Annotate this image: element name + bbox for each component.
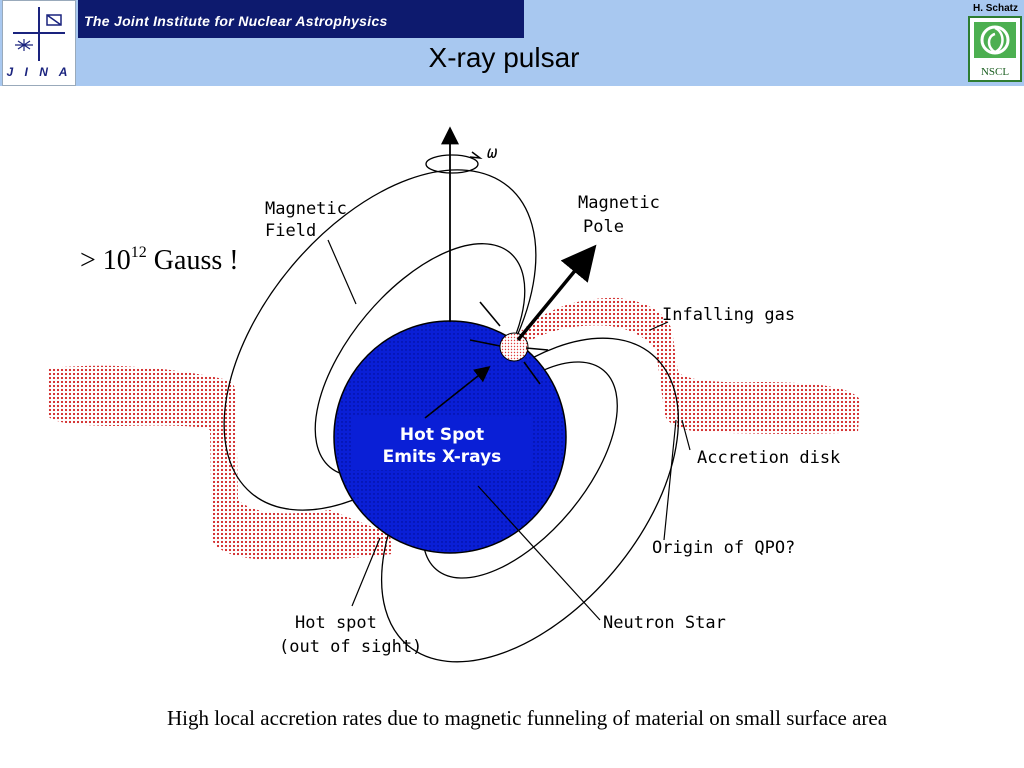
field-strength-prefix: > 10 — [80, 245, 131, 276]
magnetic-field-label-line1: Magnetic — [265, 199, 347, 219]
omega-symbol: ω — [487, 143, 498, 163]
hidden-hot-spot-label-line1: Hot spot — [295, 613, 377, 633]
nscl-logo: NSCL — [968, 16, 1022, 82]
accretion-flow-arrows — [424, 301, 549, 419]
jina-logo: J I N A — [2, 0, 76, 86]
rotation-indicator — [425, 154, 479, 174]
disk-right-arm — [520, 297, 860, 434]
magnetic-field-label-line2: Field — [265, 221, 316, 241]
rotation-arrow-icon — [469, 151, 483, 160]
hot-spot-label-line2: Emits X-rays — [383, 447, 502, 467]
jina-emblem-icon — [13, 7, 65, 61]
magnetic-pole-axis — [516, 244, 597, 342]
origin-qpo-label: Origin of QPO? — [652, 538, 795, 558]
neutron-star-label: Neutron Star — [603, 613, 726, 633]
institute-name: The Joint Institute for Nuclear Astrophy… — [84, 13, 388, 29]
hot-spot-box — [352, 416, 532, 470]
accretion-disk-label: Accretion disk — [697, 448, 840, 468]
slide-header: J I N A The Joint Institute for Nuclear … — [0, 0, 1024, 86]
magnetic-pole-label-line2: Pole — [583, 217, 624, 237]
slide-caption: High local accretion rates due to magnet… — [166, 706, 888, 730]
label-leader-lines — [327, 239, 691, 621]
visible-hot-spot — [499, 332, 529, 362]
field-strength-exponent: 12 — [130, 244, 147, 261]
nscl-emblem-icon — [974, 22, 1016, 58]
infalling-gas-label: Infalling gas — [662, 305, 795, 325]
field-strength-note: > 1012 Gauss ! — [80, 244, 239, 277]
magnetic-pole-label-line1: Magnetic — [578, 193, 660, 213]
author-name: H. Schatz — [972, 3, 1018, 14]
field-strength-suffix: Gauss ! — [146, 245, 239, 276]
accretion-disk — [48, 297, 860, 561]
institute-banner: The Joint Institute for Nuclear Astrophy… — [78, 0, 524, 38]
slide-title: X-ray pulsar — [428, 42, 580, 73]
nscl-logo-text: NSCL — [980, 66, 1010, 78]
jina-logo-text: J I N A — [6, 65, 72, 79]
disk-left-arm — [48, 365, 392, 561]
hidden-hot-spot-label-line2: (out of sight) — [279, 637, 422, 657]
hot-spot-label-line1: Hot Spot — [400, 425, 484, 445]
